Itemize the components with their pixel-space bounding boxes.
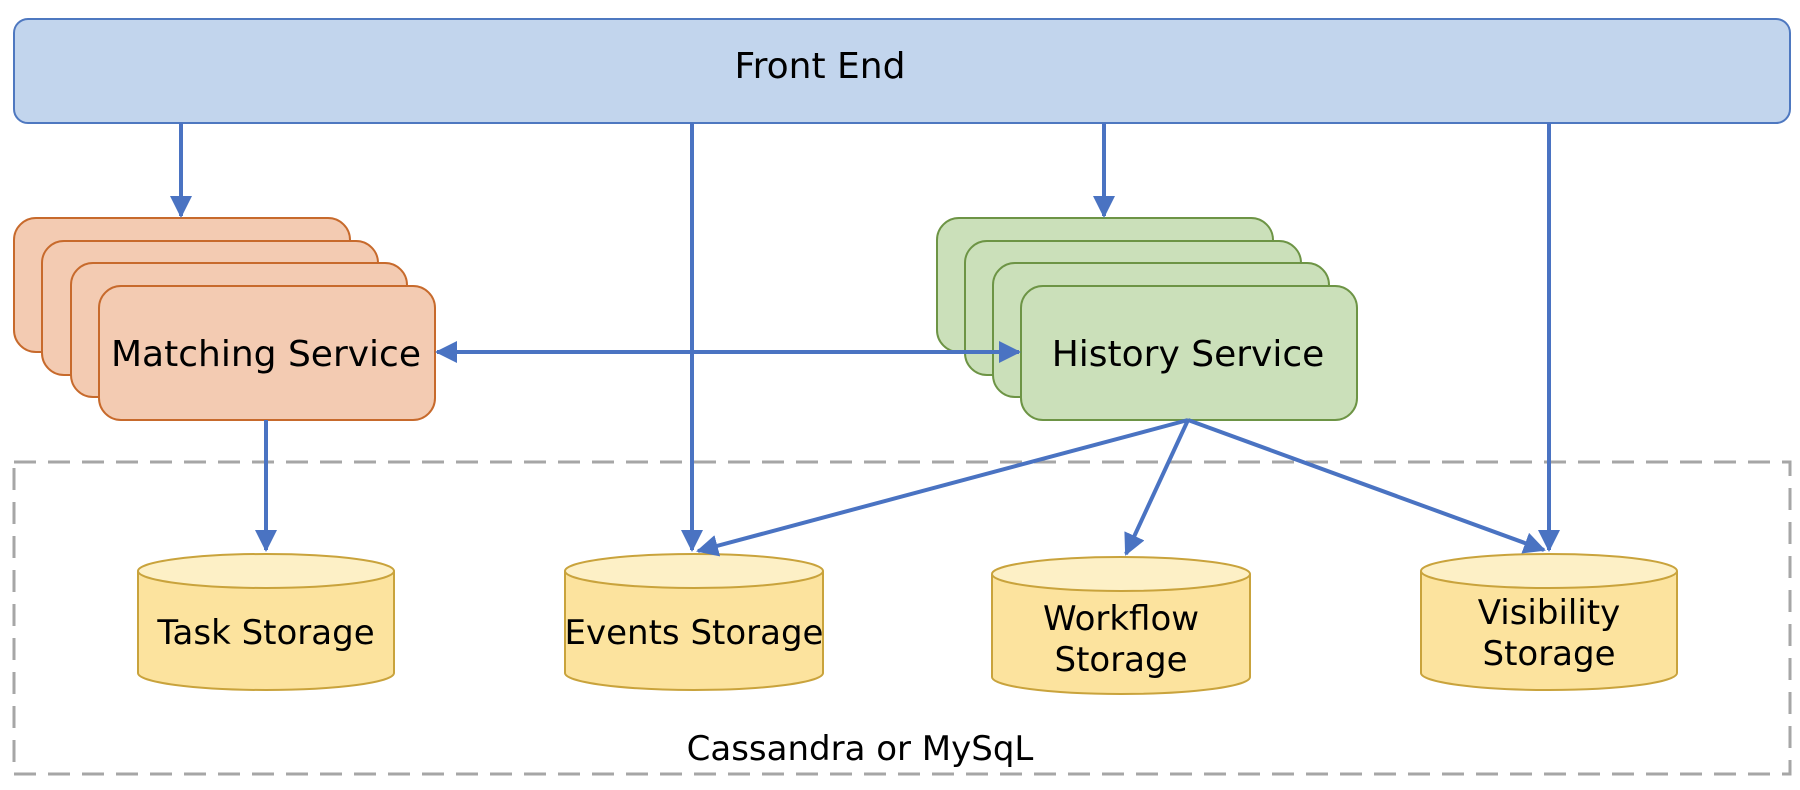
- matching-service-node[interactable]: Matching Service: [13, 217, 436, 421]
- workflow-storage-node[interactable]: Workflow Storage: [991, 556, 1251, 695]
- task-storage-label: Task Storage: [156, 613, 374, 653]
- visibility-storage-label-line1: Visibility: [1478, 593, 1621, 633]
- front-end-node[interactable]: Front End: [13, 18, 1791, 124]
- history-service-node[interactable]: History Service: [936, 217, 1358, 421]
- storage-group-label: Cassandra or MySqL: [687, 729, 1034, 769]
- workflow-storage-label-line2: Storage: [1054, 640, 1187, 680]
- workflow-storage-label-line1: Workflow: [1043, 599, 1199, 639]
- history-service-label: History Service: [1052, 334, 1325, 375]
- arrow-history-to-workflow-storage: [1124, 419, 1190, 556]
- events-storage-node[interactable]: Events Storage: [564, 553, 824, 691]
- visibility-storage-label-line2: Storage: [1482, 634, 1615, 674]
- visibility-storage-node[interactable]: Visibility Storage: [1420, 553, 1678, 691]
- events-storage-label: Events Storage: [565, 613, 824, 653]
- storage-group-border: [12, 460, 1792, 776]
- connectors: [170, 123, 1560, 557]
- task-storage-node[interactable]: Task Storage: [137, 553, 395, 691]
- arrow-history-to-visibility-storage: [1187, 418, 1546, 554]
- arrow-history-to-events-storage: [696, 418, 1189, 557]
- matching-service-label: Matching Service: [111, 334, 421, 375]
- front-end-label: Front End: [735, 46, 906, 87]
